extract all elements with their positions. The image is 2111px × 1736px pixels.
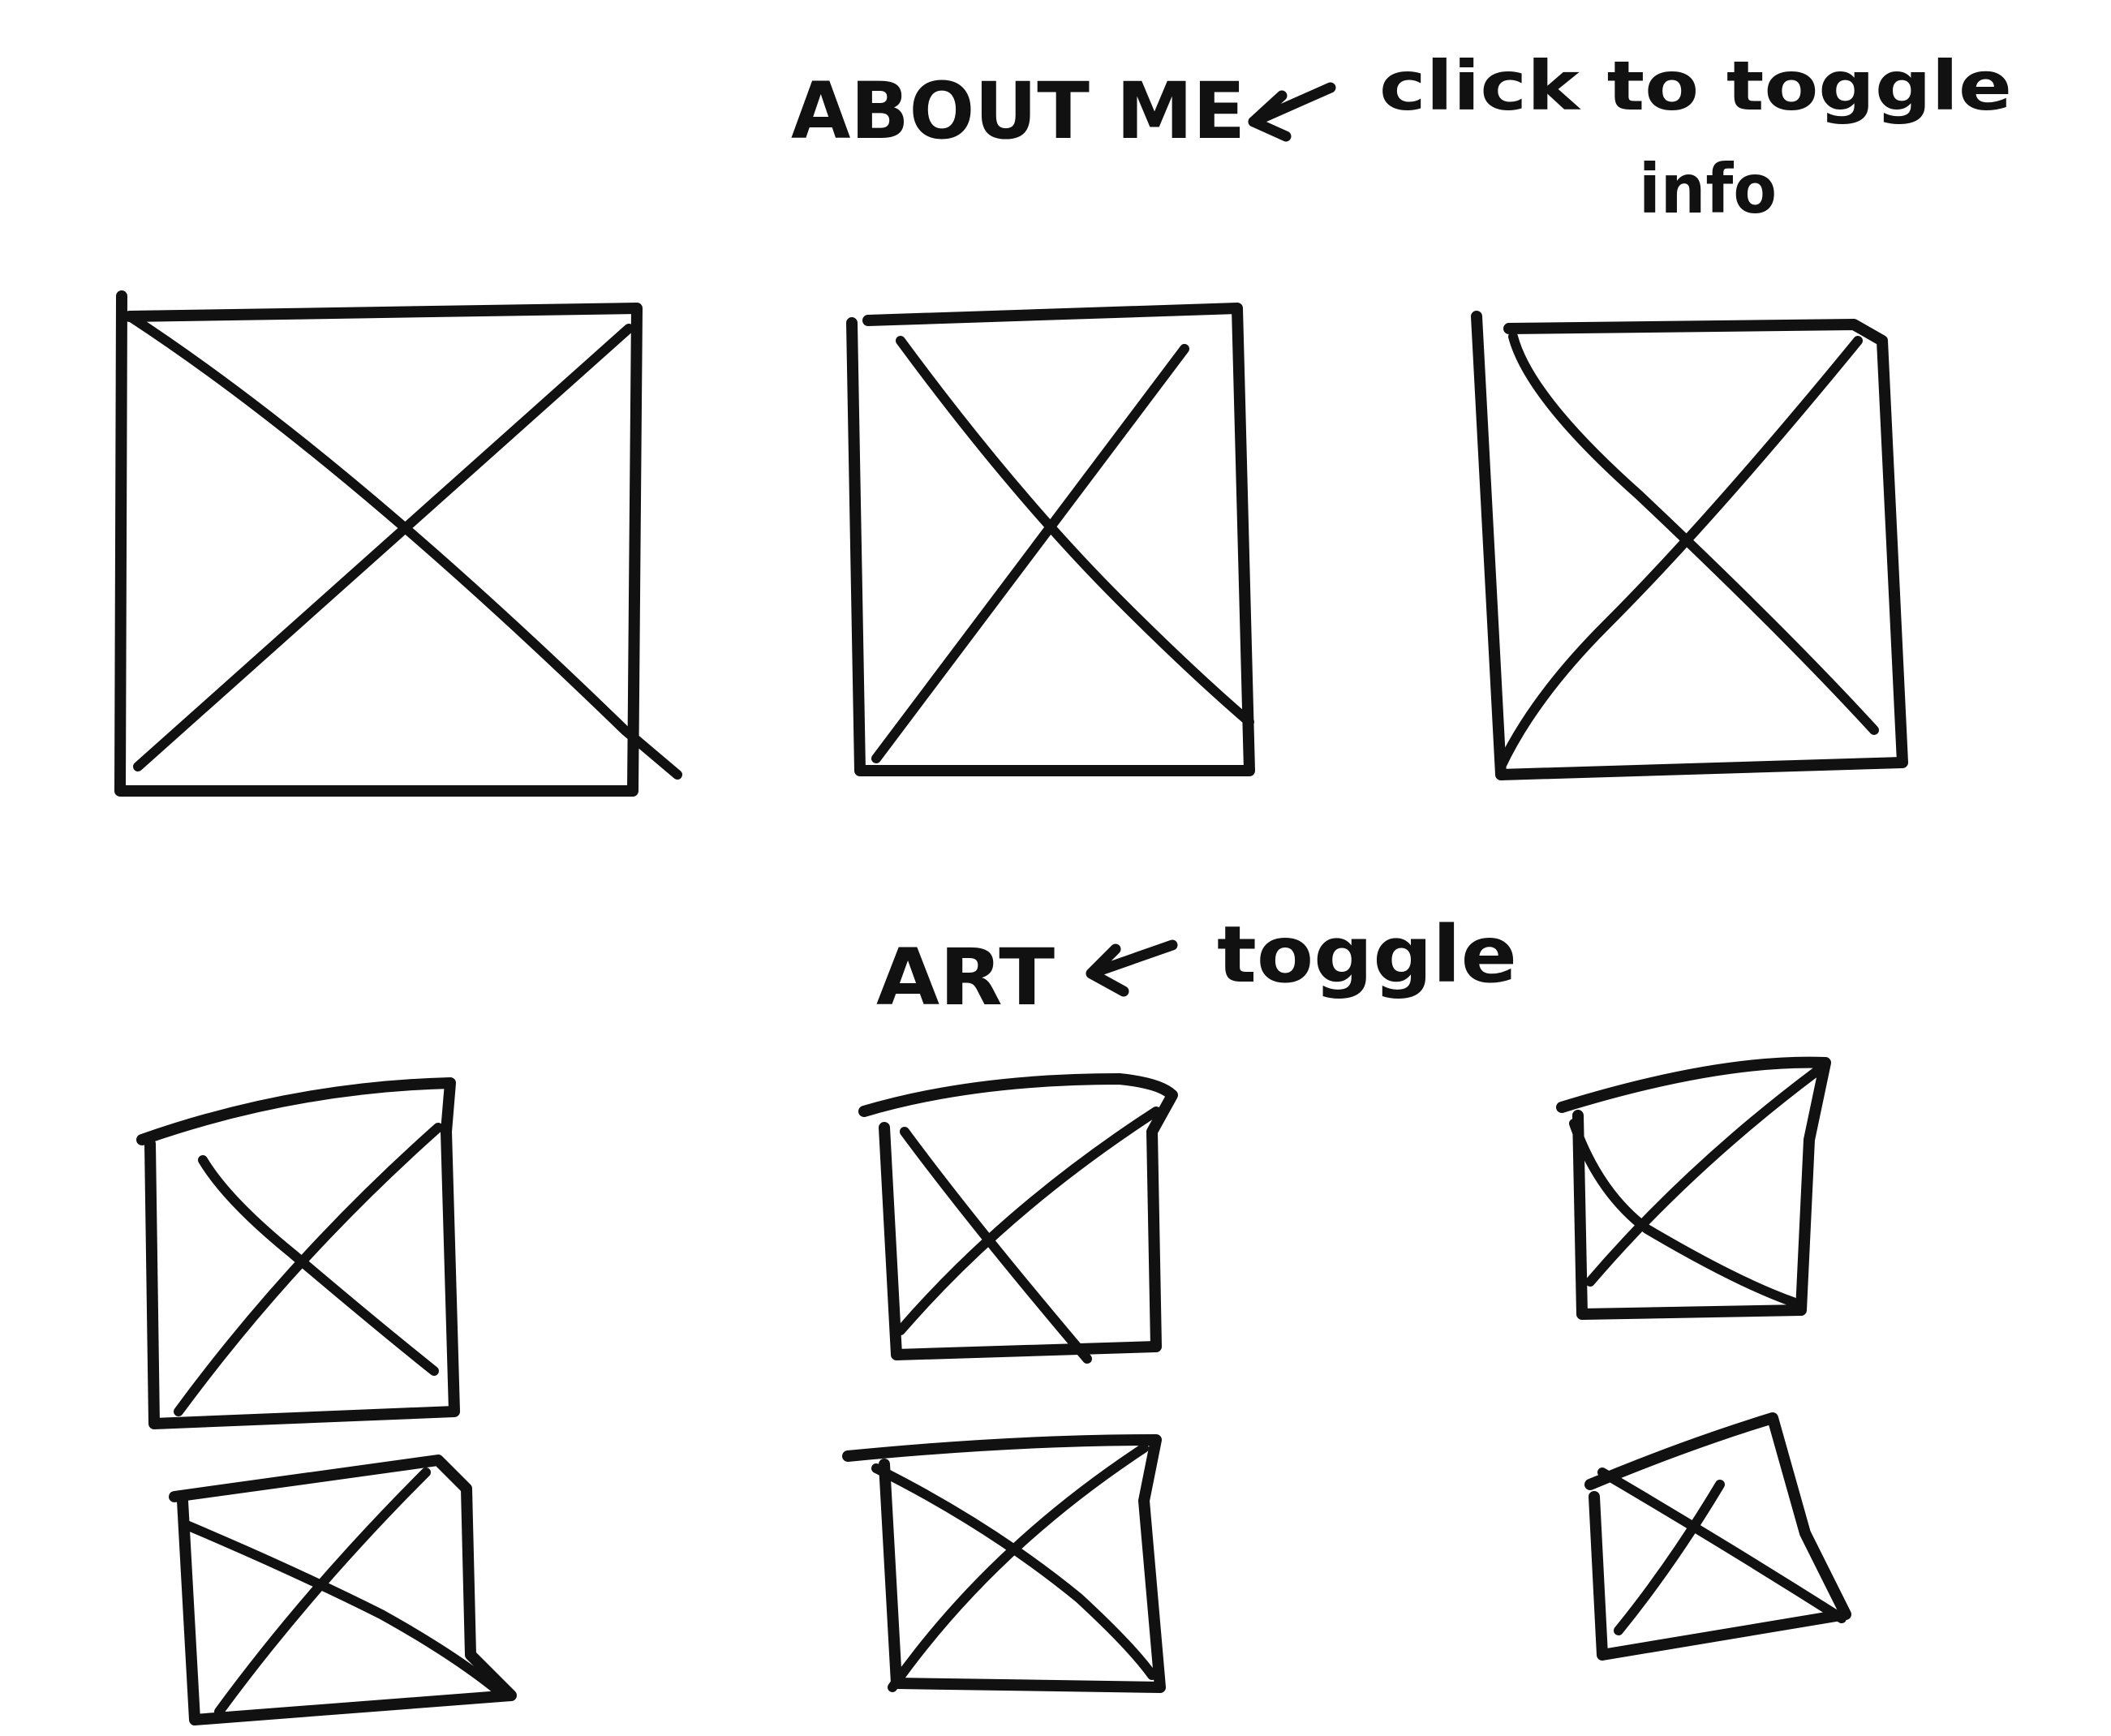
art-toggle[interactable]: ART (876, 932, 1055, 1023)
about-me-arrow-icon (1248, 82, 1336, 142)
about-me-toggle[interactable]: ABOUT ME (791, 66, 1245, 157)
art-image-placeholder-4[interactable] (169, 1455, 517, 1725)
art-image-placeholder-2[interactable] (858, 1073, 1178, 1364)
art-image-placeholder-5[interactable] (842, 1434, 1166, 1693)
about-me-heading[interactable]: ABOUT ME (791, 66, 1245, 157)
art-image-placeholder-3[interactable] (1556, 1056, 1831, 1320)
art-heading[interactable]: ART (876, 932, 1055, 1023)
about-image-placeholder-1[interactable] (114, 290, 682, 797)
about-me-annotation-line2: info (1639, 149, 1777, 229)
art-arrow-icon (1086, 939, 1178, 997)
about-image-placeholder-2[interactable] (846, 303, 1255, 776)
art-image-placeholder-1[interactable] (136, 1077, 460, 1429)
art-image-placeholder-6[interactable] (1584, 1412, 1851, 1661)
about-image-placeholder-3[interactable] (1471, 311, 1908, 780)
about-me-annotation-line1: click to toggle (1379, 46, 2012, 126)
art-annotation: toggle (1217, 909, 1517, 1000)
